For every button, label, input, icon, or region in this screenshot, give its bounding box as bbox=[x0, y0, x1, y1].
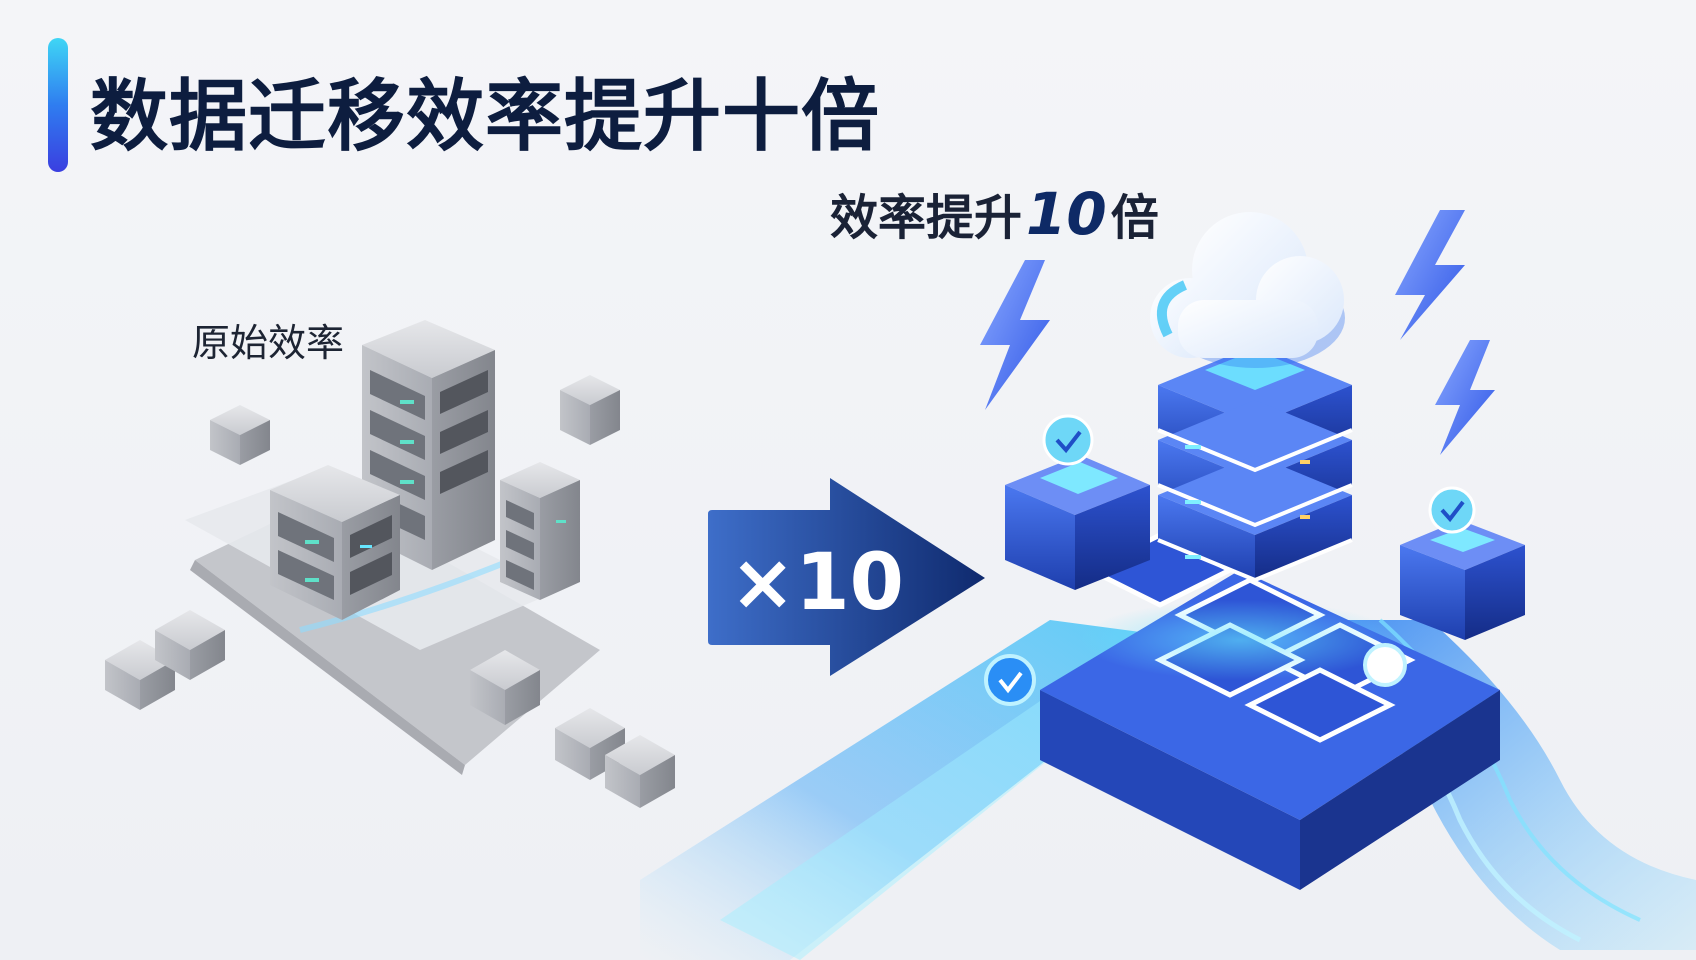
boost-label: 效率提升10倍 bbox=[830, 178, 1159, 248]
boost-label-prefix: 效率提升 bbox=[830, 190, 1023, 246]
server-rack-icon bbox=[270, 465, 400, 620]
cloud-icon bbox=[1150, 212, 1345, 368]
boost-label-suffix: 倍 bbox=[1110, 190, 1159, 246]
server-rack-icon bbox=[500, 462, 580, 600]
title-accent-bar bbox=[48, 38, 68, 172]
cloud-server-icon bbox=[1157, 345, 1353, 583]
lightning-bolt-icon bbox=[980, 210, 1495, 455]
boost-label-number: 10 bbox=[1026, 180, 1107, 248]
original-efficiency-label: 原始效率 bbox=[192, 321, 345, 365]
check-badge-icon bbox=[984, 414, 1476, 706]
server-rack-icon bbox=[1400, 520, 1525, 640]
server-rack-icon bbox=[1005, 455, 1150, 590]
multiplier-arrow bbox=[708, 478, 985, 676]
multiplier-text: ×10 bbox=[730, 538, 904, 628]
page-title: 数据迁移效率提升十倍 bbox=[90, 72, 881, 162]
gray-block-icon bbox=[105, 375, 675, 808]
